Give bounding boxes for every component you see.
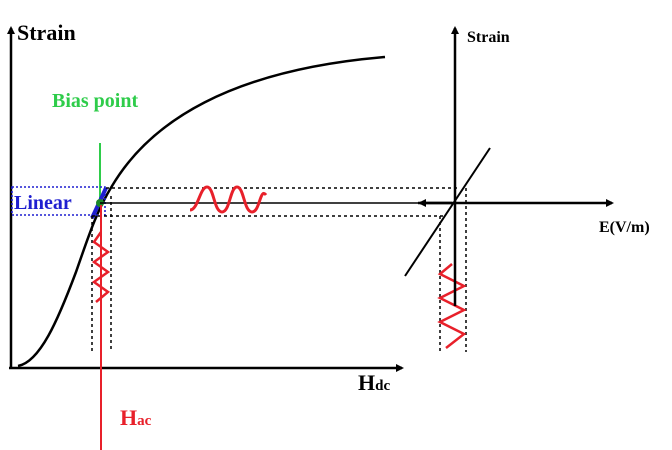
label-strain-right: Strain: [467, 29, 510, 46]
left-zigzag-signal: [91, 231, 111, 303]
label-h-ac-sub: ac: [137, 413, 152, 429]
label-e-field: E(V/m): [599, 219, 650, 236]
label-strain-left: Strain: [17, 20, 76, 45]
right-zigzag-signal: [437, 263, 467, 349]
label-h-dc-sub: dc: [375, 378, 390, 394]
strain-vs-field-line: [404, 147, 491, 277]
label-h-dc: Hdc: [358, 370, 390, 395]
label-linear: Linear: [14, 192, 72, 214]
horizontal-sine-signal: [189, 185, 268, 214]
linear-region-box: [11, 186, 106, 216]
label-h-ac-main: H: [120, 405, 137, 430]
label-bias-point: Bias point: [52, 90, 138, 112]
strain-curve: [17, 55, 386, 368]
label-h-ac: Hac: [120, 405, 152, 430]
label-h-dc-main: H: [358, 370, 375, 395]
